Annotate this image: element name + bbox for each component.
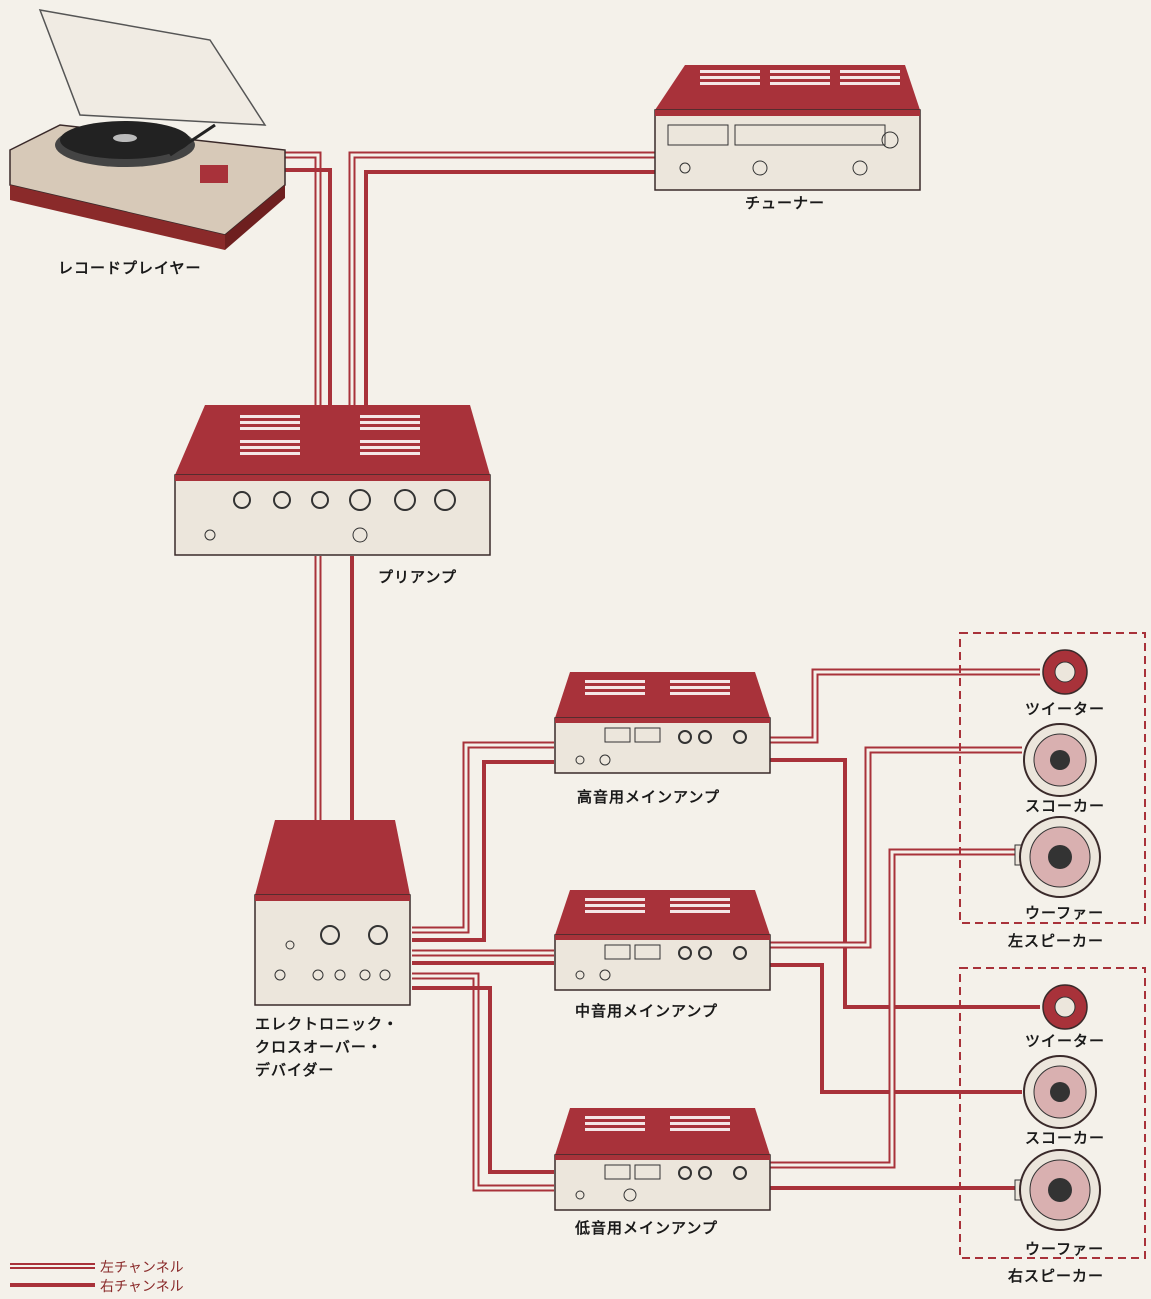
high-amp-label: 高音用メインアンプ — [577, 786, 720, 807]
legend-left-channel: 左チャンネル — [100, 1257, 184, 1277]
crossover-label-line2: クロスオーバー・ — [255, 1036, 383, 1059]
left-woofer — [1015, 817, 1100, 897]
right-woofer-label: ウーファー — [1025, 1238, 1104, 1259]
cable-tuner-left — [352, 155, 658, 408]
electronic-crossover — [255, 820, 410, 1005]
cable-tuner-right — [366, 172, 658, 408]
left-speaker-label: 左スピーカー — [1008, 930, 1104, 951]
mid-amp-label: 中音用メインアンプ — [575, 1000, 718, 1021]
right-squawker-label: スコーカー — [1025, 1127, 1105, 1148]
left-woofer-label: ウーファー — [1025, 902, 1104, 923]
crossover-label-line1: エレクトロニック・ — [255, 1013, 399, 1036]
preamp — [175, 405, 490, 555]
mid-main-amp — [555, 890, 770, 990]
tuner-label: チューナー — [745, 192, 825, 213]
cable-record-left — [285, 155, 318, 408]
crossover-label-line3: デバイダー — [255, 1059, 334, 1082]
right-tweeter — [1043, 985, 1087, 1029]
record-player — [10, 10, 285, 250]
preamp-label: プリアンプ — [378, 566, 457, 587]
left-squawker-label: スコーカー — [1025, 795, 1105, 816]
left-squawker — [1024, 724, 1096, 796]
right-tweeter-label: ツイーター — [1025, 1030, 1105, 1051]
high-main-amp — [555, 672, 770, 773]
left-tweeter — [1043, 650, 1087, 694]
record-player-label: レコードプレイヤー — [58, 257, 202, 278]
right-speaker-label: 右スピーカー — [1008, 1265, 1104, 1286]
legend-right-channel: 右チャンネル — [100, 1276, 184, 1296]
right-woofer — [1015, 1150, 1100, 1230]
legend-lines — [10, 1266, 95, 1285]
tuner — [655, 65, 920, 190]
low-amp-label: 低音用メインアンプ — [575, 1217, 718, 1238]
left-tweeter-label: ツイーター — [1025, 698, 1105, 719]
cable-record-right — [285, 170, 330, 408]
right-squawker — [1024, 1056, 1096, 1128]
low-main-amp — [555, 1108, 770, 1210]
